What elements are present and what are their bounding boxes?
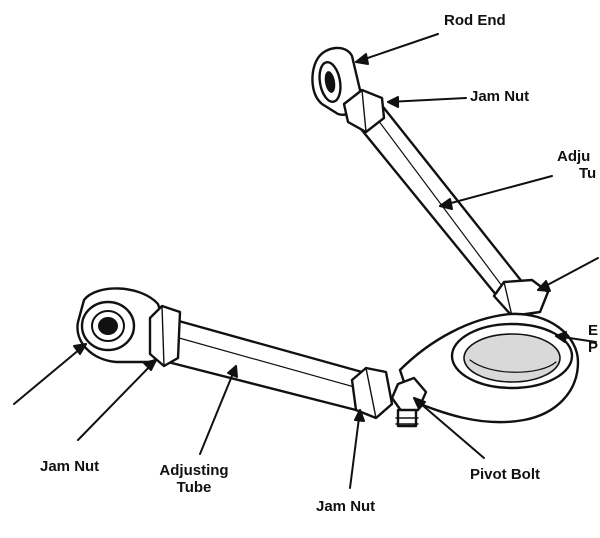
label-jam-nut-bottom: Jam Nut <box>316 498 376 515</box>
lower-tube-shade <box>171 335 359 389</box>
upper-arm-lower-jam-nut <box>492 278 550 318</box>
label-adjusting-tube-top-line2: Tu <box>579 165 597 182</box>
leader-adjusting-tube-top <box>439 175 553 207</box>
label-adjusting-tube-top-line1: Adju <box>557 148 591 165</box>
label-right-edge-line1: E <box>588 322 599 339</box>
leader-jam-nut-top <box>387 97 467 103</box>
pivot-bore-inner <box>463 333 561 383</box>
label-right-edge-line2: P <box>588 339 599 356</box>
label-jam-nut-left: Jam Nut <box>40 458 100 475</box>
lower-right-jam-nut <box>350 366 394 420</box>
label-pivot-bolt: Pivot Bolt <box>470 466 540 483</box>
leader-rod-end <box>355 33 439 63</box>
label-adjusting-tube-bottom: Adjusting Tube <box>146 462 242 496</box>
leader-left-rod-end <box>13 343 87 405</box>
upper-tube-shade <box>371 111 506 291</box>
leader-jam-nut-bottom <box>349 409 361 489</box>
leader-pivot-bolt <box>413 397 485 459</box>
label-adjusting-tube-top: Adju Tu <box>555 148 600 184</box>
leader-jam-nut-left <box>77 359 157 441</box>
lower-left-jam-nut <box>148 304 182 368</box>
leader-adjusting-tube-bottom <box>199 365 237 455</box>
label-adjusting-tube-bottom-line2: Tube <box>176 479 212 496</box>
label-adjusting-tube-bottom-line1: Adjusting <box>159 462 229 479</box>
lower-adjusting-tube <box>158 316 364 412</box>
label-right-edge: E P <box>588 322 600 358</box>
label-jam-nut-top: Jam Nut <box>470 88 530 105</box>
label-rod-end: Rod End <box>444 12 506 29</box>
